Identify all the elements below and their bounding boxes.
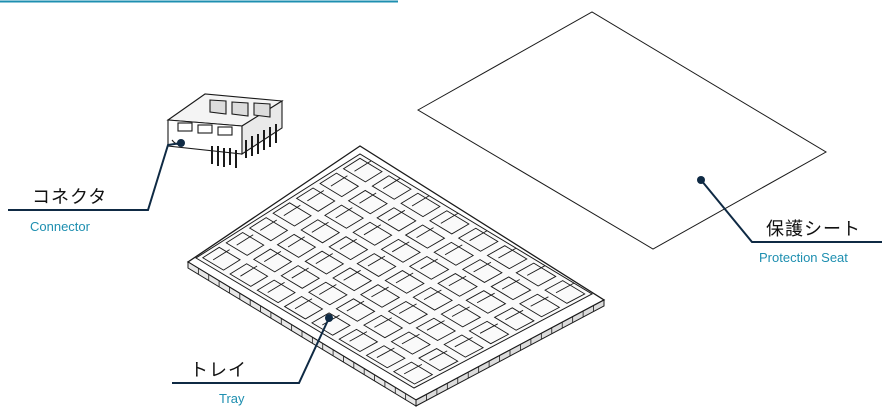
connector-label-en: Connector bbox=[30, 219, 90, 234]
connector-illustration bbox=[168, 94, 282, 168]
tray-illustration bbox=[188, 146, 604, 406]
protection-sheet-illustration bbox=[418, 12, 826, 249]
protection-sheet-label-jp: 保護シート bbox=[766, 215, 861, 241]
connector-label-jp: コネクタ bbox=[32, 183, 107, 209]
tray-label-jp: トレイ bbox=[190, 356, 247, 382]
tray-label-en: Tray bbox=[219, 391, 245, 406]
protection-sheet-label-en: Protection Seat bbox=[759, 250, 848, 265]
